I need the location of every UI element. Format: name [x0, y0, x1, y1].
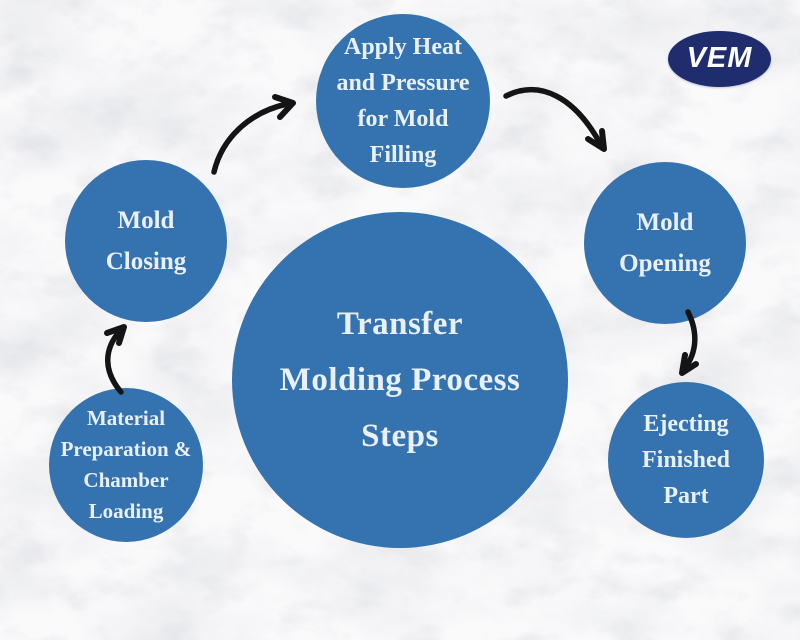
- step-label-line: Loading: [88, 499, 164, 523]
- step-label-line: Opening: [619, 250, 711, 277]
- title-line: Steps: [361, 418, 439, 454]
- step-label-line: for Mold: [357, 106, 449, 132]
- step-label-line: Apply Heat: [343, 34, 462, 60]
- step-label-line: Mold: [636, 209, 694, 236]
- title-line: Molding Process: [279, 362, 521, 398]
- step-label-line: Chamber: [83, 468, 169, 492]
- step-label-line: Finished: [641, 447, 731, 473]
- vem-logo-text: VEM: [686, 41, 753, 74]
- center-circle-text: Transfer Molding Process Steps: [280, 296, 521, 464]
- step-label-line: Material: [86, 406, 166, 430]
- step-circle-material-preparation: Material Preparation & Chamber Loading: [49, 388, 203, 542]
- step-circle-mold-closing: Mold Closing: [65, 160, 227, 322]
- step-label-line: Closing: [105, 248, 187, 275]
- step-circle-ejecting: Ejecting Finished Part: [608, 382, 764, 538]
- step-label: Mold Opening: [619, 202, 711, 284]
- vem-logo: VEM: [668, 31, 771, 87]
- step-label-line: and Pressure: [336, 70, 470, 96]
- step-label: Mold Closing: [106, 200, 187, 282]
- title-line: Transfer: [336, 306, 464, 342]
- step-label: Material Preparation & Chamber Loading: [61, 403, 192, 527]
- center-circle-title: Transfer Molding Process Steps: [232, 212, 568, 548]
- step-label: Apply Heat and Pressure for Mold Filling: [336, 29, 469, 173]
- step-label-line: Filling: [369, 142, 437, 168]
- step-label-line: Mold: [117, 207, 175, 234]
- step-circle-apply-heat: Apply Heat and Pressure for Mold Filling: [316, 14, 490, 188]
- step-label-line: Ejecting: [643, 411, 729, 437]
- step-label: Ejecting Finished Part: [642, 406, 730, 514]
- step-label-line: Preparation &: [60, 437, 192, 461]
- step-circle-mold-opening: Mold Opening: [584, 162, 746, 324]
- step-label-line: Part: [663, 483, 709, 509]
